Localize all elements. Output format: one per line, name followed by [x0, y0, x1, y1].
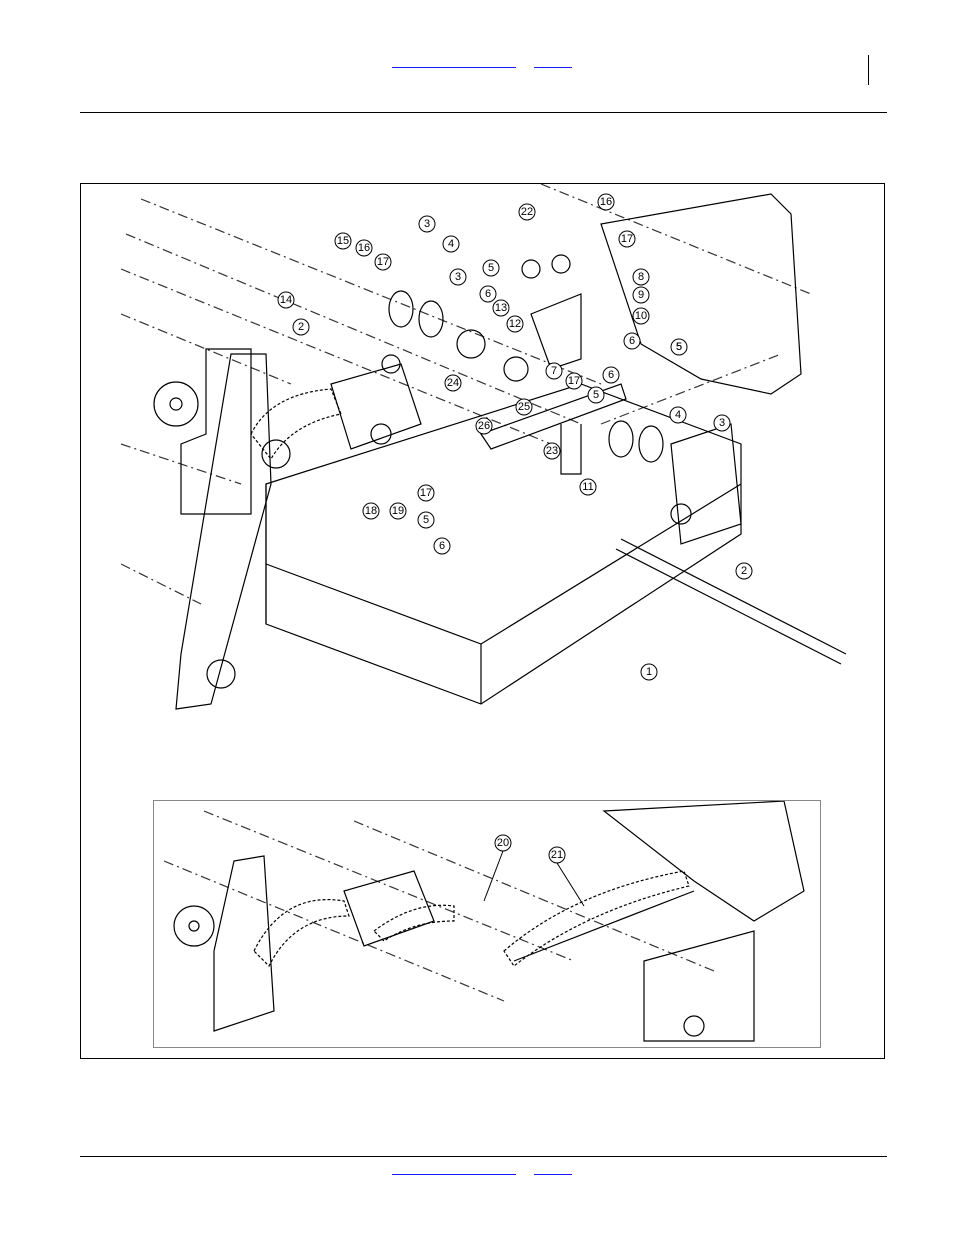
svg-text:22: 22	[521, 206, 533, 218]
svg-text:17: 17	[568, 375, 580, 387]
main-exploded-drawing: 22 16 17 3 4 3 5 6 13 12 15 16 17 14 2 8…	[120, 184, 847, 710]
svg-text:16: 16	[600, 196, 612, 208]
svg-text:1: 1	[646, 666, 652, 678]
header-link-1[interactable]	[392, 67, 516, 68]
svg-text:8: 8	[638, 271, 644, 283]
svg-text:19: 19	[392, 505, 404, 517]
svg-text:5: 5	[488, 262, 494, 274]
svg-text:7: 7	[551, 365, 557, 377]
svg-text:16: 16	[358, 242, 370, 254]
svg-text:21: 21	[551, 849, 563, 861]
svg-text:5: 5	[593, 389, 599, 401]
svg-text:10: 10	[635, 310, 647, 322]
svg-text:24: 24	[447, 377, 459, 389]
svg-text:26: 26	[478, 420, 490, 432]
inset-figure-frame	[153, 800, 821, 1048]
svg-text:4: 4	[675, 409, 681, 421]
svg-text:6: 6	[485, 288, 491, 300]
svg-text:6: 6	[439, 540, 445, 552]
svg-text:17: 17	[377, 256, 389, 268]
svg-text:23: 23	[546, 445, 558, 457]
svg-text:4: 4	[448, 238, 454, 250]
svg-text:2: 2	[741, 565, 747, 577]
parts-figure-frame	[80, 183, 885, 1059]
svg-text:15: 15	[337, 235, 349, 247]
header-link-2[interactable]	[534, 67, 572, 68]
svg-text:5: 5	[423, 514, 429, 526]
svg-text:17: 17	[420, 487, 432, 499]
footer-rule	[80, 1156, 887, 1157]
svg-text:6: 6	[629, 335, 635, 347]
inset-assembled-drawing: 20 21	[163, 801, 805, 1042]
svg-text:6: 6	[608, 369, 614, 381]
svg-text:13: 13	[495, 302, 507, 314]
footer-link-1[interactable]	[392, 1174, 516, 1175]
footer-link-2[interactable]	[534, 1174, 572, 1175]
header-edge-bar	[868, 55, 869, 85]
svg-text:3: 3	[455, 271, 461, 283]
svg-text:2: 2	[298, 321, 304, 333]
svg-text:9: 9	[638, 289, 644, 301]
svg-text:3: 3	[424, 218, 430, 230]
svg-text:5: 5	[676, 341, 682, 353]
svg-text:5: 5	[676, 341, 682, 353]
svg-text:14: 14	[280, 294, 292, 306]
svg-text:20: 20	[497, 837, 509, 849]
svg-text:17: 17	[621, 233, 633, 245]
svg-text:11: 11	[582, 481, 593, 493]
svg-text:18: 18	[365, 505, 377, 517]
svg-text:12: 12	[509, 318, 521, 330]
header-rule	[80, 112, 887, 113]
svg-text:3: 3	[719, 417, 725, 429]
svg-text:25: 25	[518, 401, 530, 413]
